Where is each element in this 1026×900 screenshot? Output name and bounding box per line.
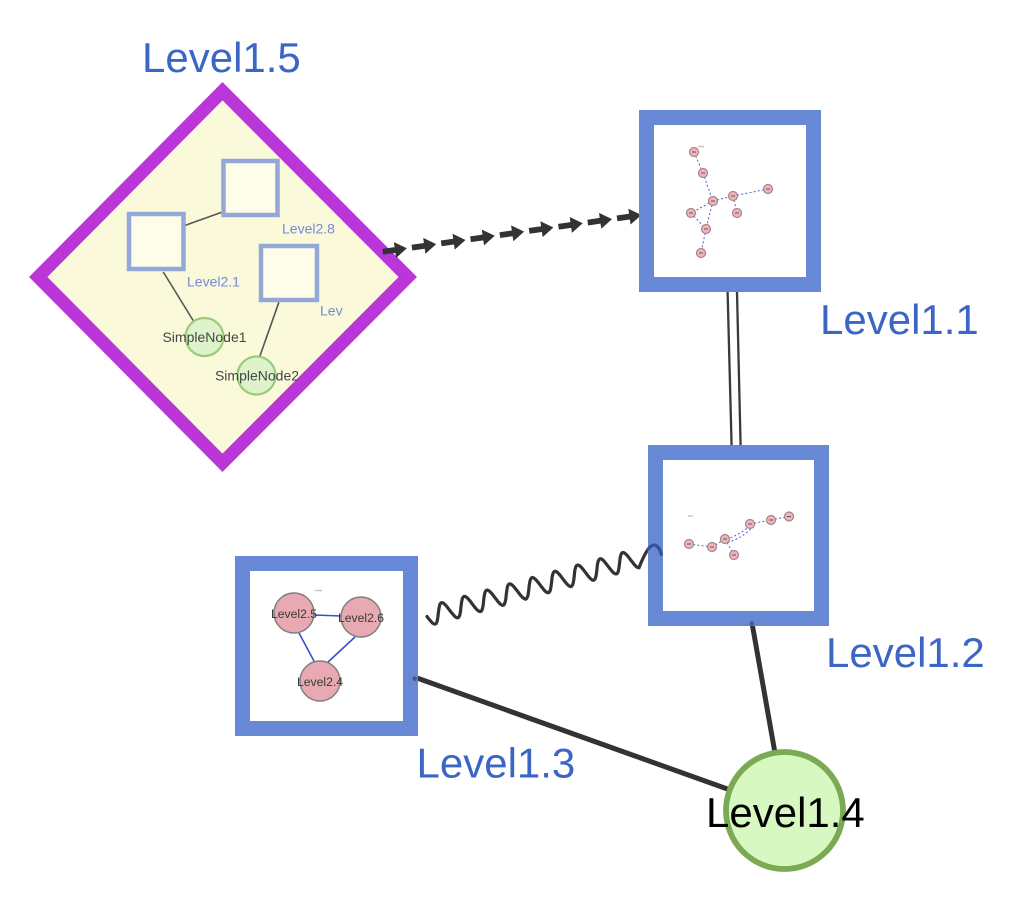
svg-text:Level2.4: Level2.4 bbox=[297, 675, 343, 689]
svg-text:Level2.6: Level2.6 bbox=[338, 611, 384, 625]
svg-text:Level1.5: Level1.5 bbox=[142, 34, 301, 81]
svg-text:Level1.1: Level1.1 bbox=[820, 296, 979, 343]
svg-text:Level2.8: Level2.8 bbox=[282, 221, 335, 237]
svg-text:Level2.1: Level2.1 bbox=[187, 274, 240, 290]
svg-text:SimpleNode1: SimpleNode1 bbox=[162, 329, 246, 345]
svg-text:Level1.4: Level1.4 bbox=[706, 789, 865, 836]
svg-text:Level1.3: Level1.3 bbox=[417, 740, 576, 787]
svg-text:Level2.5: Level2.5 bbox=[271, 607, 317, 621]
svg-text:Level1.2: Level1.2 bbox=[826, 629, 985, 676]
svg-text:SimpleNode2: SimpleNode2 bbox=[215, 368, 299, 384]
svg-text:Lev: Lev bbox=[320, 303, 343, 319]
